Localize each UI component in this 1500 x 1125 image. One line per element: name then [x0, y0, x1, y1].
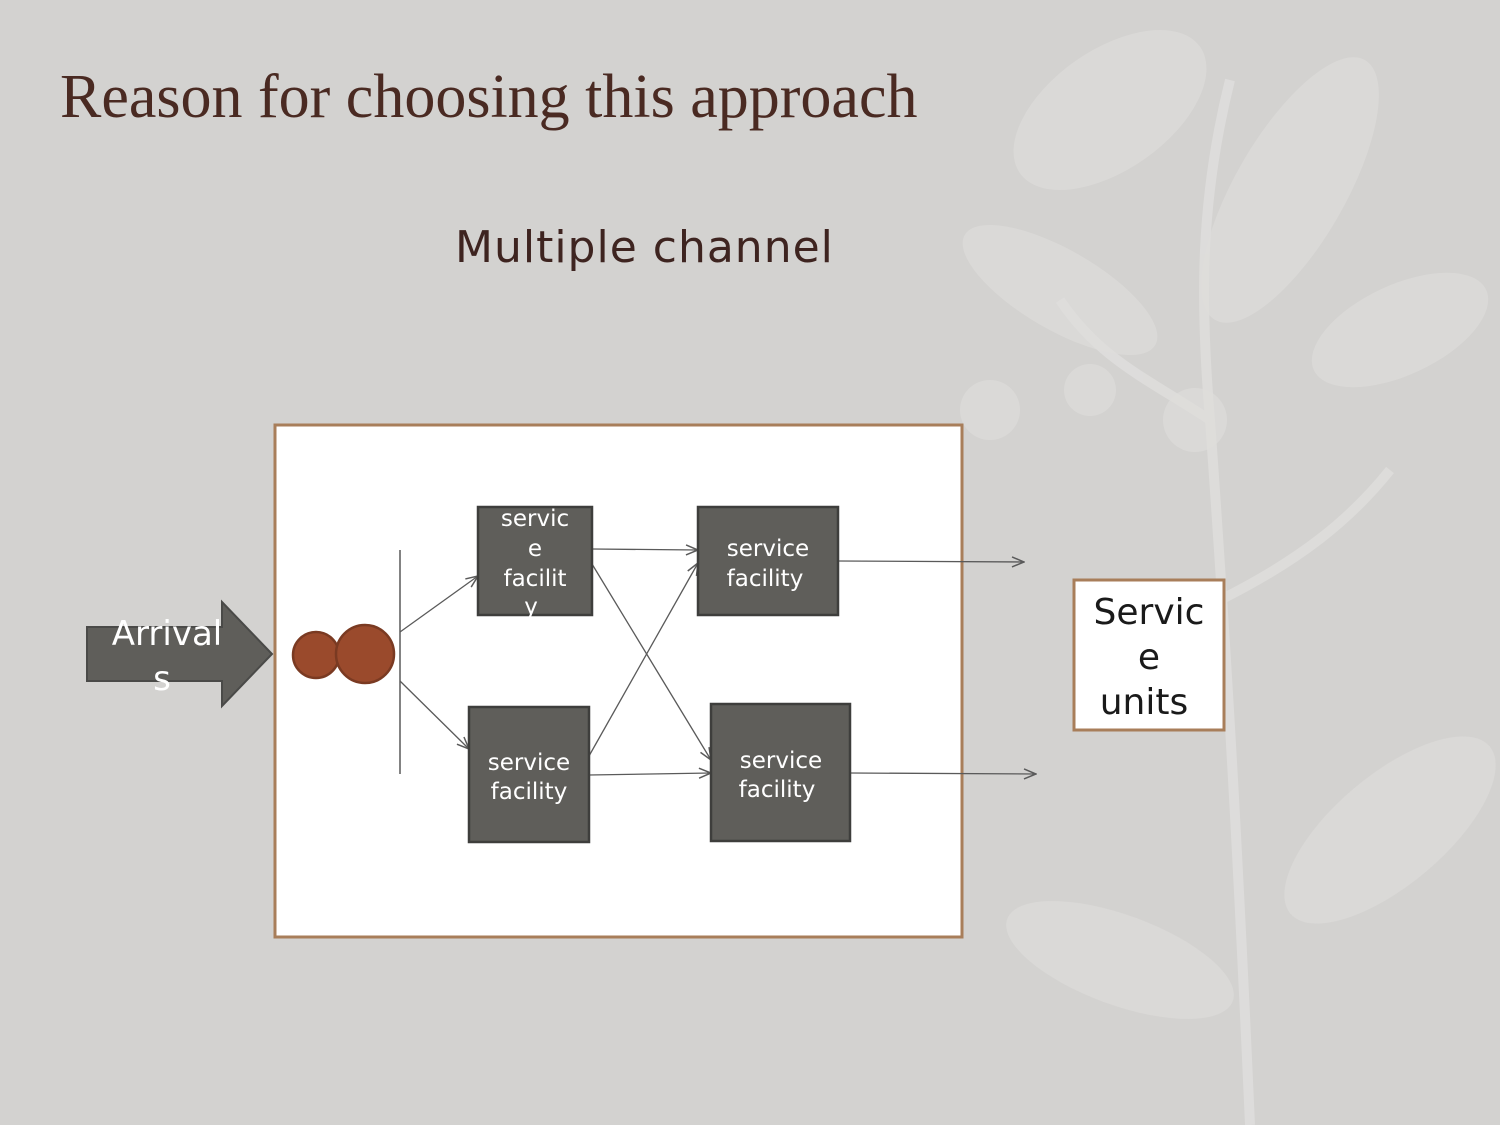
- service-facility-bottom-left: service facility: [467, 705, 591, 844]
- service-units-box: Servic e units: [1072, 578, 1226, 732]
- facility-label-line: facility: [727, 566, 804, 592]
- service-units-label-line: e: [1138, 637, 1160, 678]
- service-facility-top-right: service facility: [696, 505, 840, 617]
- facility-label-line: e: [528, 536, 542, 562]
- service-facility-top-left: servic e facilit y: [476, 505, 594, 620]
- facility-label-line: servic: [501, 506, 569, 532]
- customer-circle: [334, 623, 396, 685]
- connector-arrow: [588, 773, 711, 775]
- diagram-subtitle: Multiple channel: [455, 222, 834, 273]
- connector-arrow: [849, 773, 1036, 774]
- facility-label-line: service: [727, 536, 809, 562]
- facility-label-line: facility: [739, 777, 816, 803]
- connector-arrow: [399, 576, 478, 633]
- connector-arrow: [399, 680, 469, 749]
- facility-label-line: facility: [491, 779, 568, 805]
- service-units-label-line: units: [1100, 682, 1189, 723]
- facility-label-line: service: [740, 748, 822, 774]
- facility-label-line: service: [488, 750, 570, 776]
- connector-arrow: [591, 563, 711, 760]
- facility-label-line: facilit: [503, 566, 566, 592]
- connector-arrow: [588, 563, 698, 757]
- connector-arrow: [837, 561, 1024, 562]
- arrivals-label-line-1: Arrival: [112, 614, 222, 654]
- service-units-label-line: Servic: [1094, 592, 1205, 633]
- connector-arrow: [591, 549, 698, 550]
- slide-title: Reason for choosing this approach: [60, 63, 918, 131]
- arrivals-label-line-2: s: [153, 659, 171, 699]
- system-frame: [273, 423, 964, 939]
- customer-circle: [291, 630, 341, 680]
- arrivals-arrow: Arrival s: [86, 599, 274, 709]
- service-facility-bottom-right: service facility: [709, 702, 852, 843]
- facility-label-line: y: [524, 594, 538, 620]
